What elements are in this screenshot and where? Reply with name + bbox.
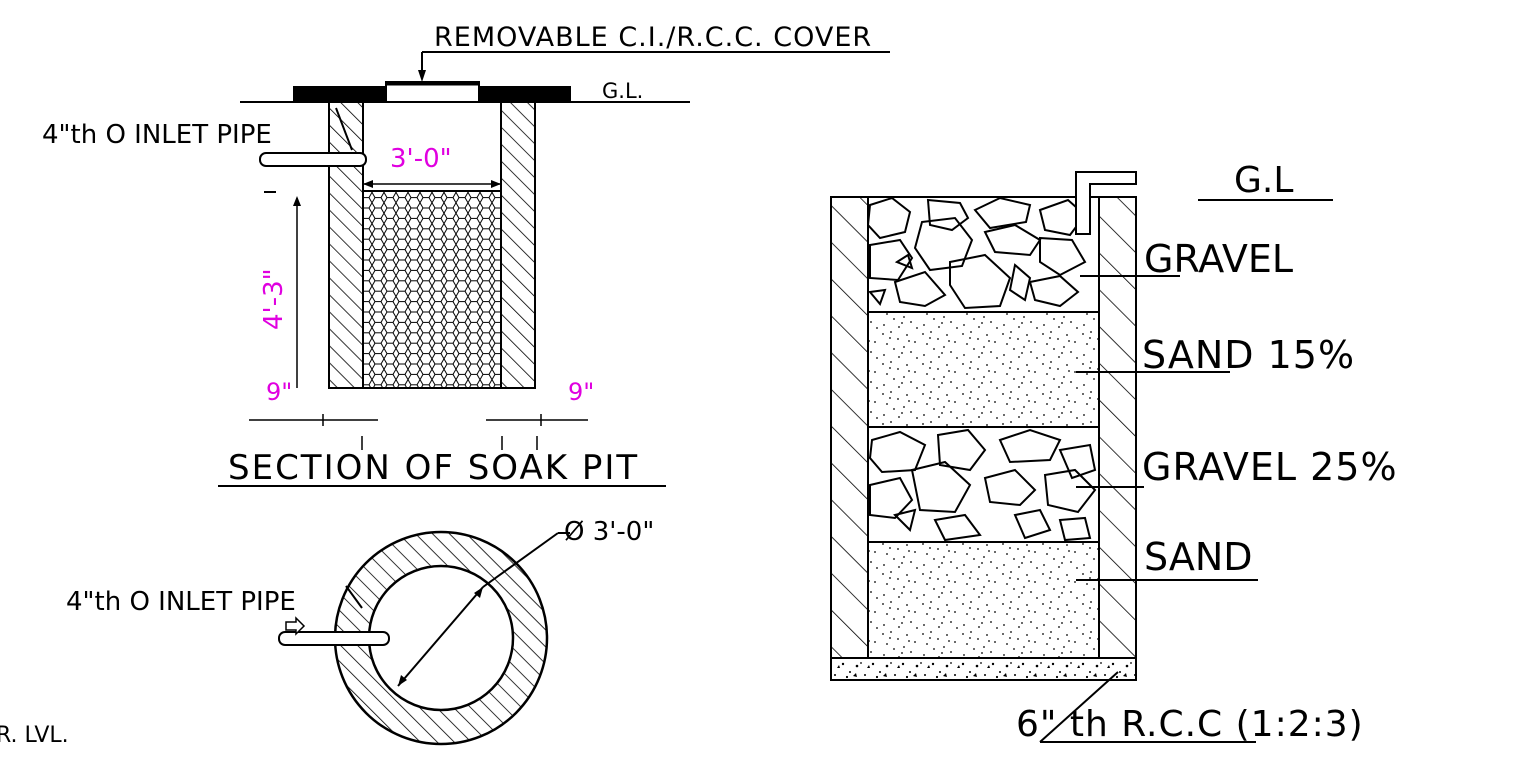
plan-inlet-label: 4"th O INLET PIPE [66, 587, 296, 617]
rcc-base [830, 657, 1137, 681]
layer-ground-level-label: G.L [1234, 160, 1293, 201]
plan-inlet-pipe [278, 631, 390, 646]
gravel-label: GRAVEL [1144, 237, 1293, 281]
layer-section: G.L GRAVEL SAND 15% GRAVEL 25% SAND 6" t… [830, 160, 1398, 745]
inlet-pipe [259, 152, 367, 167]
plan-view: Ø 3'-0" 4"th O INLET PIPE R. LVL. [0, 517, 654, 748]
sand-layer-15 [867, 311, 1100, 428]
rcc-base-label: 6" th R.C.C (1:2:3) [1016, 704, 1364, 745]
plan-inner [367, 564, 515, 712]
cover-slab-right [478, 86, 571, 102]
sand-15-label: SAND 15% [1142, 333, 1355, 377]
flow-arrow-icon [285, 616, 306, 636]
filling-media [362, 190, 502, 389]
plan-diameter-line [397, 586, 484, 687]
cover-label: REMOVABLE C.I./R.C.C. COVER [434, 22, 872, 53]
overflow-pipe [1075, 171, 1137, 235]
left-wall [328, 101, 364, 389]
layer-right-wall [1098, 196, 1137, 659]
plan-diameter-label: Ø 3'-0" [564, 517, 654, 547]
right-wall [500, 101, 536, 389]
layer-left-wall [830, 196, 869, 659]
depth-dim: 4'-3" [259, 268, 289, 330]
gravel-stones-mid [868, 428, 1097, 542]
gravel-25-label: GRAVEL 25% [1142, 445, 1398, 489]
ground-level-label: G.L. [602, 79, 643, 103]
removable-cover [385, 81, 480, 103]
section-view: REMOVABLE C.I./R.C.C. COVER G.L. 4"th O … [42, 22, 890, 488]
wall-right-dim: 9" [568, 378, 594, 406]
wall-left-dim: 9" [266, 378, 292, 406]
gravel-stones-top [866, 196, 1087, 310]
inner-width-dim: 3'-0" [390, 144, 452, 174]
gravel-layer-top [867, 196, 1100, 313]
cover-slab-left [293, 86, 388, 102]
partial-label: R. LVL. [0, 723, 69, 748]
section-title: SECTION OF SOAK PIT [228, 448, 639, 488]
inlet-pipe-label: 4"th O INLET PIPE [42, 120, 272, 150]
sand-layer-bottom [867, 541, 1100, 659]
sand-label: SAND [1144, 535, 1253, 579]
